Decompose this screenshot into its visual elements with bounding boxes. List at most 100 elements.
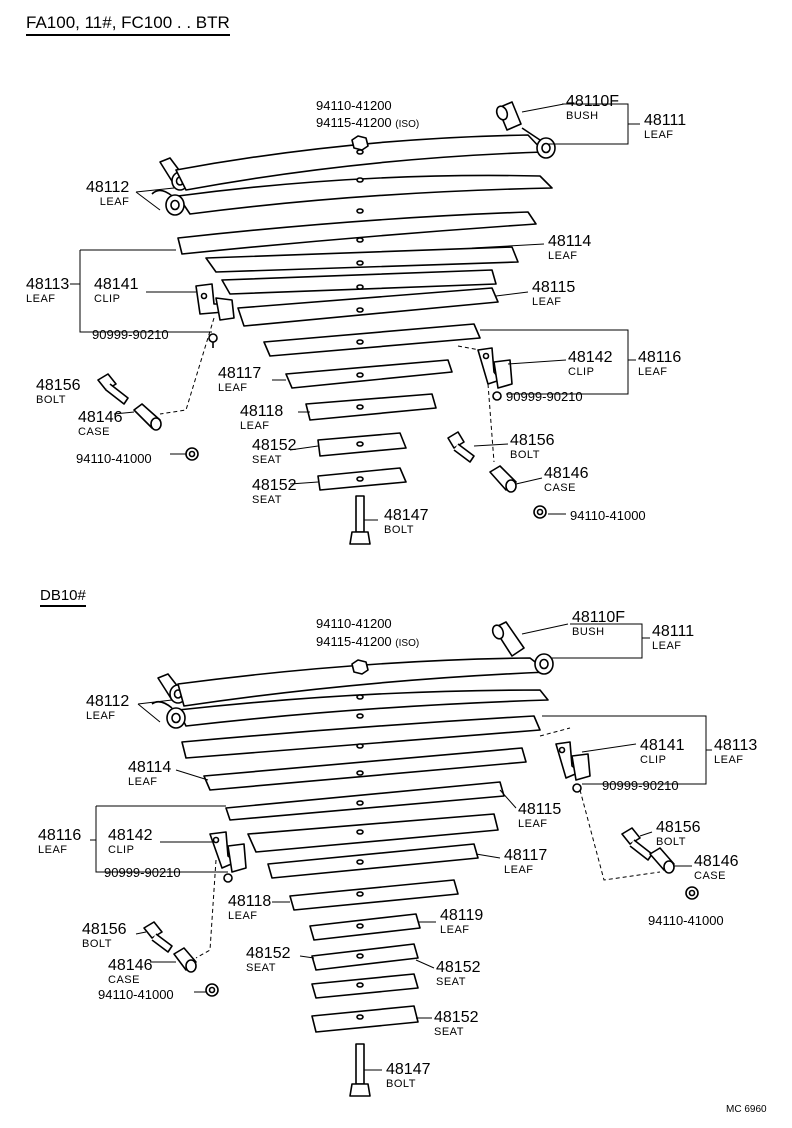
clip-48142-top [477,347,513,389]
code-94115-41200-bottom: 94115-41200 (ISO) [316,634,420,649]
bolt-48156-left-bottom [143,921,173,953]
leaf-48115-top [221,269,497,295]
code-94110-41200-top: 94110-41200 [316,98,392,113]
rivet-right-top [492,391,502,401]
center-holes-bottom [356,665,364,1020]
clip-48141-top [195,283,235,321]
code-90999-90210-top-left: 90999-90210 [92,327,169,342]
eye-top-right [521,127,556,159]
bush-bottom-right [491,621,525,657]
case-48146-right-top [489,465,517,493]
seat-48152-bottom-1 [311,943,419,971]
section-title-bottom: DB10# [40,587,86,607]
code-94110-41200-bottom: 94110-41200 [316,616,392,631]
clip-48141-bottom [555,741,591,781]
case-48146-right-bottom [649,847,675,874]
code-94115-41200-top: 94115-41200 (ISO) [316,115,420,130]
leaf-48115-bottom [225,781,505,821]
leaf-48118-bottom [289,879,459,911]
leaf-48117-bottom [267,843,479,879]
leaf-48114-top [205,246,519,273]
section-title-top: FA100, 11#, FC100 . . BTR [26,13,230,36]
seat-48152-bottom-2 [311,973,419,999]
leaf-48116-bottom [247,813,499,853]
leaf-48113-bottom [181,715,541,759]
leaf-48112-bottom [177,689,549,727]
seat-48152-bottom-3 [311,1005,419,1033]
nut-bottom [351,659,369,675]
nut-94110-right-top [533,505,547,519]
eye-48112-bottom [151,700,186,729]
leaf-48113-top [177,211,537,255]
leaf-48116-top [263,323,481,357]
code-94110-41000-top-right: 94110-41000 [570,508,646,523]
eye-48112-top [151,189,185,216]
footer-code: MC 6960 [726,1104,767,1115]
bush-top-right-upper [495,101,522,131]
code-90999-90210-top-right: 90999-90210 [506,389,583,404]
leaf-48114-bottom [203,747,527,791]
leaf-48112-top [177,174,553,215]
leaf-48115b-top [237,287,499,327]
nut-top [351,135,369,151]
leaf-48119-bottom [309,913,421,941]
leaf-48117-top [285,359,453,389]
code-94110-41000-bottom-right: 94110-41000 [648,913,724,928]
code-90999-90210-bottom-left: 90999-90210 [104,865,181,880]
center-holes-top [356,149,364,482]
bolt-48156-right-bottom [621,827,653,861]
rivet-left-bottom [223,873,233,883]
case-48146-left-bottom [173,947,197,973]
leaf-48118-top [305,393,437,421]
eye-bottom-right [534,653,554,675]
code-94110-41000-bottom-left: 94110-41000 [98,987,174,1002]
code-90999-90210-bottom-right: 90999-90210 [602,778,679,793]
center-bolt-48147-bottom [349,1043,371,1097]
bolt-48156-left-top [97,373,129,405]
bolt-48156-right-top [447,431,475,463]
leader-lines [70,103,712,1071]
nut-94110-left-bottom [205,983,219,997]
rivet-right-bottom [572,783,582,793]
code-94110-41000-top-left: 94110-41000 [76,451,152,466]
center-bolt-48147-top [349,495,371,545]
nut-94110-left-top [185,447,199,461]
